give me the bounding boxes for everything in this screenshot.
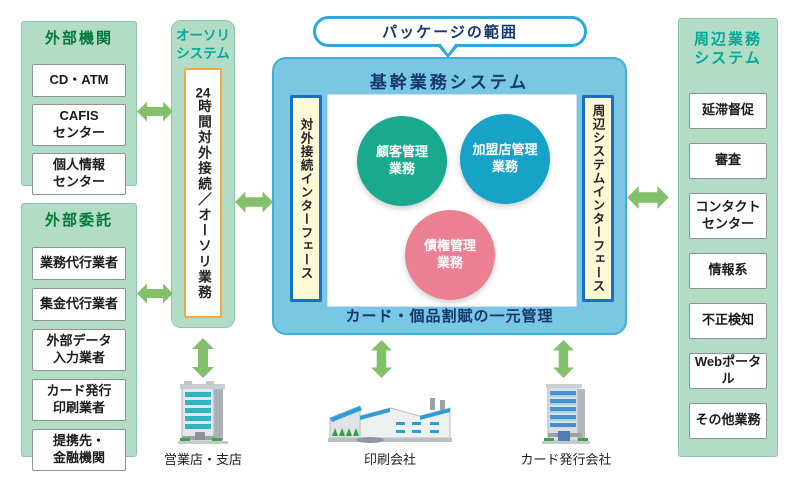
panel-peripheral-systems-title: 周辺業務 システム <box>693 31 762 67</box>
peripheral-interface-bar: 周辺システムインターフェース <box>582 95 614 302</box>
circle-credit-management: 債権管理 業務 <box>405 210 495 300</box>
node-screening: 審査 <box>689 142 767 179</box>
label-printing-company: 印刷会社 <box>363 452 416 467</box>
arrow-core-printing <box>371 340 392 378</box>
factory-icon <box>328 398 452 443</box>
node-information-systems: 情報系 <box>689 252 767 289</box>
node-cd-atm: CD・ATM <box>32 63 126 97</box>
core-system-box: 基幹業務システム 対外接続インターフェース 周辺システムインターフェース 顧客管… <box>272 57 627 335</box>
node-cafis-center: CAFIS センター <box>32 103 126 146</box>
panel-outsourcing-title: 外部委託 <box>44 212 113 229</box>
node-collection-agency: 集金代行業者 <box>32 287 126 321</box>
core-system-title: 基幹業務システム <box>369 73 530 92</box>
label-branch-office: 営業店・支店 <box>163 452 242 467</box>
node-web-portal: Webポータル <box>689 352 767 389</box>
core-business-area: 顧客管理 業務 加盟店管理 業務 債権管理 業務 <box>327 94 577 307</box>
arrow-external-authori <box>137 101 173 122</box>
node-partner-financial: 提携先・ 金融機関 <box>32 428 126 471</box>
label-card-issuer: カード発行会社 <box>520 452 612 467</box>
node-other-business: その他業務 <box>689 402 767 439</box>
node-delinquency-reminder: 延滞督促 <box>689 92 767 129</box>
core-footer-caption: カード・個品割賦の一元管理 <box>345 308 554 325</box>
arrow-core-peripheral <box>627 186 669 209</box>
node-personal-info-center: 個人情報 センター <box>32 152 126 195</box>
arrow-authori-branch <box>192 338 214 378</box>
circle-customer-management: 顧客管理 業務 <box>357 116 447 206</box>
arrow-outsourcing-authori <box>137 283 173 304</box>
panel-peripheral-systems: 周辺業務 システム 延滞督促 審査 コンタクト センター 情報系 不正検知 We… <box>678 18 778 457</box>
node-fraud-detection: 不正検知 <box>689 302 767 339</box>
bubble-pointer-fill <box>440 43 456 54</box>
panel-authori-system-title: オーソリ システム <box>176 28 230 61</box>
arrow-core-cardissuer <box>553 340 574 378</box>
arrow-authori-core <box>235 191 273 213</box>
office-building-icon <box>178 381 228 444</box>
node-contact-center: コンタクト センター <box>689 192 767 239</box>
panel-external-organizations: 外部機関 CD・ATM CAFIS センター 個人情報 センター <box>21 21 137 195</box>
external-interface-bar: 対外接続インターフェース <box>290 95 322 302</box>
circle-merchant-management: 加盟店管理 業務 <box>460 114 550 204</box>
node-external-data-entry: 外部データ 入力業者 <box>32 328 126 371</box>
node-card-printing: カード発行 印刷業者 <box>32 378 126 421</box>
tall-building-icon <box>542 384 590 444</box>
node-business-agency: 業務代行業者 <box>32 246 126 280</box>
panel-external-organizations-title: 外部機関 <box>44 30 113 47</box>
panel-outsourcing: 外部委託 業務代行業者 集金代行業者 外部データ 入力業者 カード発行 印刷業者… <box>21 203 137 471</box>
